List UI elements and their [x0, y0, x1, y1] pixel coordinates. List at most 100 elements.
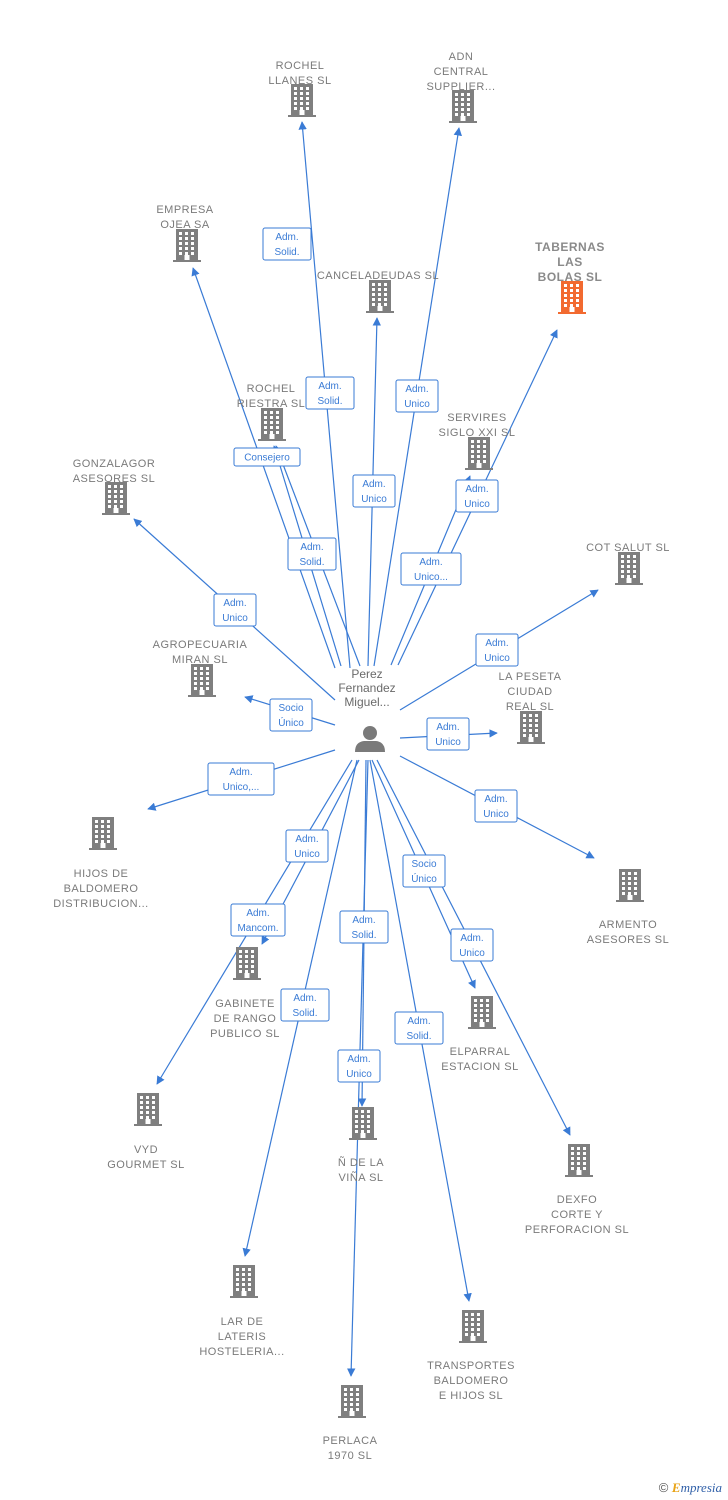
- edge-label-gabinete[interactable]: Adm.Unico: [285, 829, 329, 863]
- edge-label-text: Adm.: [484, 794, 507, 805]
- edge-label-box[interactable]: [395, 379, 439, 413]
- edge-label-text: Unico: [222, 613, 248, 624]
- edge-label-box[interactable]: [426, 717, 470, 751]
- company-label: ASESORES SL: [73, 473, 156, 485]
- edge-label-elparral[interactable]: Adm.Unico: [450, 928, 494, 962]
- edge-label-box[interactable]: [337, 1049, 381, 1083]
- building-icon: [89, 817, 117, 850]
- company-node-adn-central[interactable]: ADNCENTRALSUPPLIER...: [426, 51, 495, 123]
- edge-label-text: Unico: [346, 1069, 372, 1080]
- edge-label-text: Unico...: [414, 572, 448, 583]
- edge-label-box[interactable]: [400, 552, 462, 586]
- edge-label-rochel-riestra[interactable]: Consejero: [233, 447, 301, 467]
- building-icon: [102, 482, 130, 515]
- edge-label-empresa-ojea[interactable]: Adm.Solid.: [287, 537, 337, 571]
- company-node-canceladeudas[interactable]: CANCELADEUDAS SL: [317, 270, 439, 313]
- edge-label-box[interactable]: [287, 537, 337, 571]
- edge-label-box[interactable]: [352, 474, 396, 508]
- company-node-hijos-baldomero[interactable]: HIJOS DEBALDOMERODISTRIBUCION...: [53, 817, 149, 910]
- copyright-notice: © Empresia: [659, 1480, 722, 1496]
- edge-label-rochel-riestra[interactable]: Adm.Solid.: [305, 376, 355, 410]
- company-label: DE RANGO: [214, 1013, 277, 1025]
- edge-label-box[interactable]: [280, 988, 330, 1022]
- edge-label-lar-lateris[interactable]: Adm.Solid.: [280, 988, 330, 1022]
- building-icon: [258, 408, 286, 441]
- company-label: HIJOS DE: [74, 868, 129, 880]
- edge-label-armento[interactable]: Adm. Unico: [474, 789, 518, 823]
- building-icon: [468, 996, 496, 1029]
- edge-label-box[interactable]: [402, 854, 446, 888]
- edge-label-vyd[interactable]: Adm.Mancom.: [230, 903, 286, 937]
- edge-label-box[interactable]: [285, 829, 329, 863]
- edge-label-box[interactable]: [450, 928, 494, 962]
- edge-label-box[interactable]: [475, 633, 519, 667]
- edge-label-text: Adm.: [347, 1054, 370, 1065]
- edge-label-box[interactable]: [339, 910, 389, 944]
- edge-label-box[interactable]: [305, 376, 355, 410]
- brand-name: mpresia: [680, 1480, 722, 1495]
- building-icon: [233, 947, 261, 980]
- edge-label-box[interactable]: [230, 903, 286, 937]
- edge-label-text: Adm.: [318, 381, 341, 392]
- edge-label-box[interactable]: [207, 762, 275, 796]
- building-icon: [349, 1107, 377, 1140]
- edge-label-text: Unico: [294, 849, 320, 860]
- building-icon: [565, 1144, 593, 1177]
- edge-label-box[interactable]: [269, 698, 313, 732]
- edge-label-box[interactable]: [394, 1011, 444, 1045]
- company-label: COT SALUT SL: [586, 542, 670, 554]
- company-node-lar-lateris[interactable]: LAR DELATERISHOSTELERIA...: [199, 1265, 284, 1358]
- edge-label-perlaca[interactable]: Adm. Unico: [337, 1049, 381, 1083]
- company-label: TABERNAS: [535, 240, 605, 254]
- edge-label-la-peseta[interactable]: Adm.Unico: [426, 717, 470, 751]
- edge-label-hijos-baldomero[interactable]: Adm.Unico,...: [207, 762, 275, 796]
- edge-label-box[interactable]: [455, 479, 499, 513]
- edge-label-text: Adm.: [460, 933, 483, 944]
- edge-label-servires[interactable]: Adm.Unico: [455, 479, 499, 513]
- company-label: ASESORES SL: [587, 934, 670, 946]
- company-label: PERFORACION SL: [525, 1224, 629, 1236]
- edge-label-box[interactable]: [213, 593, 257, 627]
- edge-label-text: Unico: [361, 494, 387, 505]
- edge-label-text: Único: [411, 872, 437, 885]
- edge-label-adn-central[interactable]: Adm.Unico: [395, 379, 439, 413]
- edge-label-box[interactable]: [233, 447, 301, 467]
- edge-label-rochel-llanes[interactable]: Adm.Solid.: [262, 227, 312, 261]
- edge-label-box[interactable]: [262, 227, 312, 261]
- edge-label-gonzalagor[interactable]: Adm.Unico: [213, 593, 257, 627]
- edge-label-transportes[interactable]: Adm.Solid.: [394, 1011, 444, 1045]
- edge-label-tabernas[interactable]: Adm.Unico...: [400, 552, 462, 586]
- company-label: CANCELADEUDAS SL: [317, 270, 439, 282]
- brand-logo: Empresia: [672, 1480, 722, 1495]
- center-person-node[interactable]: PerezFernandezMiguel...: [338, 667, 396, 752]
- building-icon: [449, 90, 477, 123]
- edge-label-box[interactable]: [474, 789, 518, 823]
- company-node-cot-salut[interactable]: COT SALUT SL: [586, 542, 670, 585]
- edge-label-cot-salut[interactable]: Adm.Unico: [475, 633, 519, 667]
- edge-label-n-vina[interactable]: Adm.Solid.: [339, 910, 389, 944]
- edge-label-canceladeudas[interactable]: Adm.Unico: [352, 474, 396, 508]
- building-icon: [459, 1310, 487, 1343]
- edge-label-text: Unico: [404, 399, 430, 410]
- edge-label-text: Unico: [483, 809, 509, 820]
- company-label: PERLACA: [323, 1435, 378, 1447]
- copyright-symbol: ©: [658, 1480, 669, 1495]
